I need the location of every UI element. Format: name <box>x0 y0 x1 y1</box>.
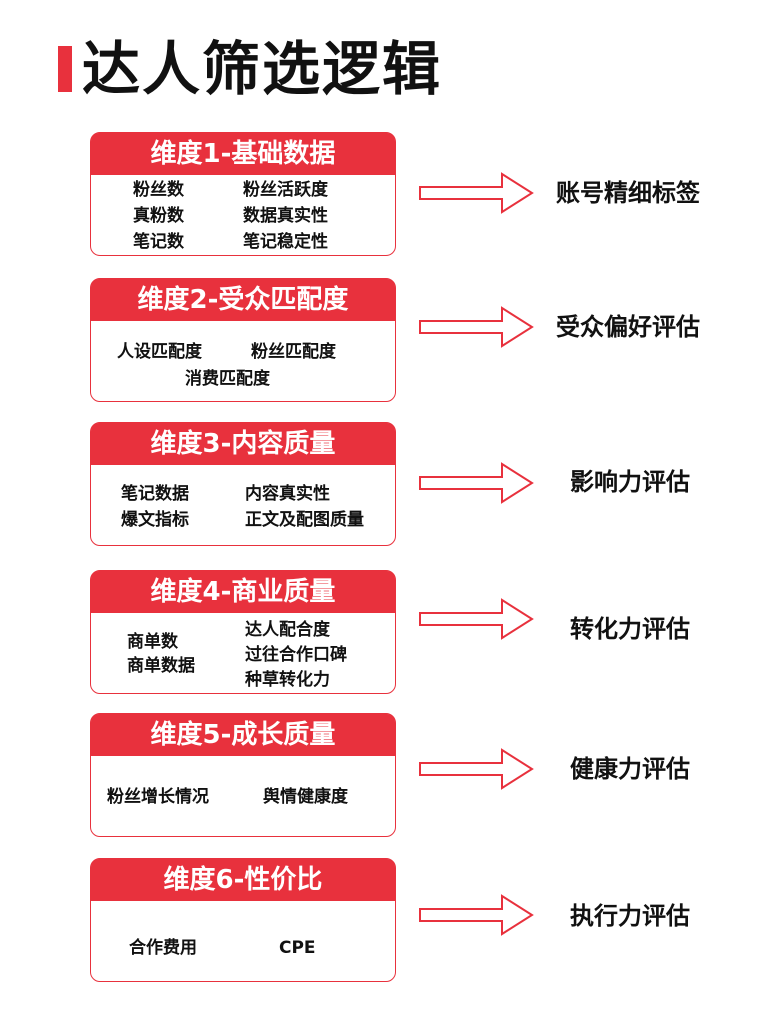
item-real-fans: 真粉数 <box>133 206 184 226</box>
item-fans-activity: 粉丝活跃度 <box>243 180 328 200</box>
item-note-data: 笔记数据 <box>121 484 189 504</box>
item-content-authenticity: 内容真实性 <box>245 484 330 504</box>
dimension-card-5: 维度5-成长质量 粉丝增长情况 舆情健康度 <box>90 713 396 837</box>
dimension-card-2: 维度2-受众匹配度 人设匹配度 粉丝匹配度 消费匹配度 <box>90 278 396 402</box>
outcome-3: 影响力评估 <box>570 468 690 496</box>
item-viral-index: 爆文指标 <box>121 510 189 530</box>
item-cooperation-degree: 达人配合度 <box>245 620 330 640</box>
item-fans-growth: 粉丝增长情况 <box>107 787 209 807</box>
item-consumption-match: 消费匹配度 <box>185 369 270 389</box>
dimension-header-3: 维度3-内容质量 <box>91 423 395 465</box>
item-data-authenticity: 数据真实性 <box>243 206 328 226</box>
item-notes-stability: 笔记稳定性 <box>243 232 328 252</box>
outcome-5: 健康力评估 <box>570 755 690 783</box>
item-fans-count: 粉丝数 <box>133 180 184 200</box>
dimension-card-4: 维度4-商业质量 商单数 商单数据 达人配合度 过往合作口碑 种草转化力 <box>90 570 396 694</box>
outcome-4: 转化力评估 <box>570 615 690 643</box>
item-persona-match: 人设匹配度 <box>117 342 202 362</box>
item-commercial-orders: 商单数 <box>127 632 178 652</box>
dimension-card-3: 维度3-内容质量 笔记数据 内容真实性 爆文指标 正文及配图质量 <box>90 422 396 546</box>
dimension-header-2: 维度2-受众匹配度 <box>91 279 395 321</box>
arrow-icon <box>419 748 534 790</box>
item-text-image-quality: 正文及配图质量 <box>245 510 364 530</box>
item-past-reputation: 过往合作口碑 <box>245 645 347 665</box>
item-conversion-power: 种草转化力 <box>245 670 330 690</box>
item-cooperation-cost: 合作费用 <box>129 938 197 958</box>
outcome-6: 执行力评估 <box>570 902 690 930</box>
item-sentiment-health: 舆情健康度 <box>263 787 348 807</box>
dimension-header-5: 维度5-成长质量 <box>91 714 395 756</box>
outcome-2: 受众偏好评估 <box>556 313 700 341</box>
item-notes-count: 笔记数 <box>133 232 184 252</box>
title-accent-bar <box>58 46 72 92</box>
arrow-icon <box>419 598 534 640</box>
dimension-header-6: 维度6-性价比 <box>91 859 395 901</box>
arrow-icon <box>419 306 534 348</box>
item-cpe: CPE <box>279 938 316 958</box>
arrow-icon <box>419 172 534 214</box>
dimension-header-4: 维度4-商业质量 <box>91 571 395 613</box>
dimension-card-6: 维度6-性价比 合作费用 CPE <box>90 858 396 982</box>
dimension-header-1: 维度1-基础数据 <box>91 133 395 175</box>
arrow-icon <box>419 462 534 504</box>
dimension-card-1: 维度1-基础数据 粉丝数 粉丝活跃度 真粉数 数据真实性 笔记数 笔记稳定性 <box>90 132 396 256</box>
outcome-1: 账号精细标签 <box>556 179 700 207</box>
arrow-icon <box>419 894 534 936</box>
item-commercial-data: 商单数据 <box>127 656 195 676</box>
page-title: 达人筛选逻辑 <box>82 35 443 103</box>
item-fans-match: 粉丝匹配度 <box>251 342 336 362</box>
